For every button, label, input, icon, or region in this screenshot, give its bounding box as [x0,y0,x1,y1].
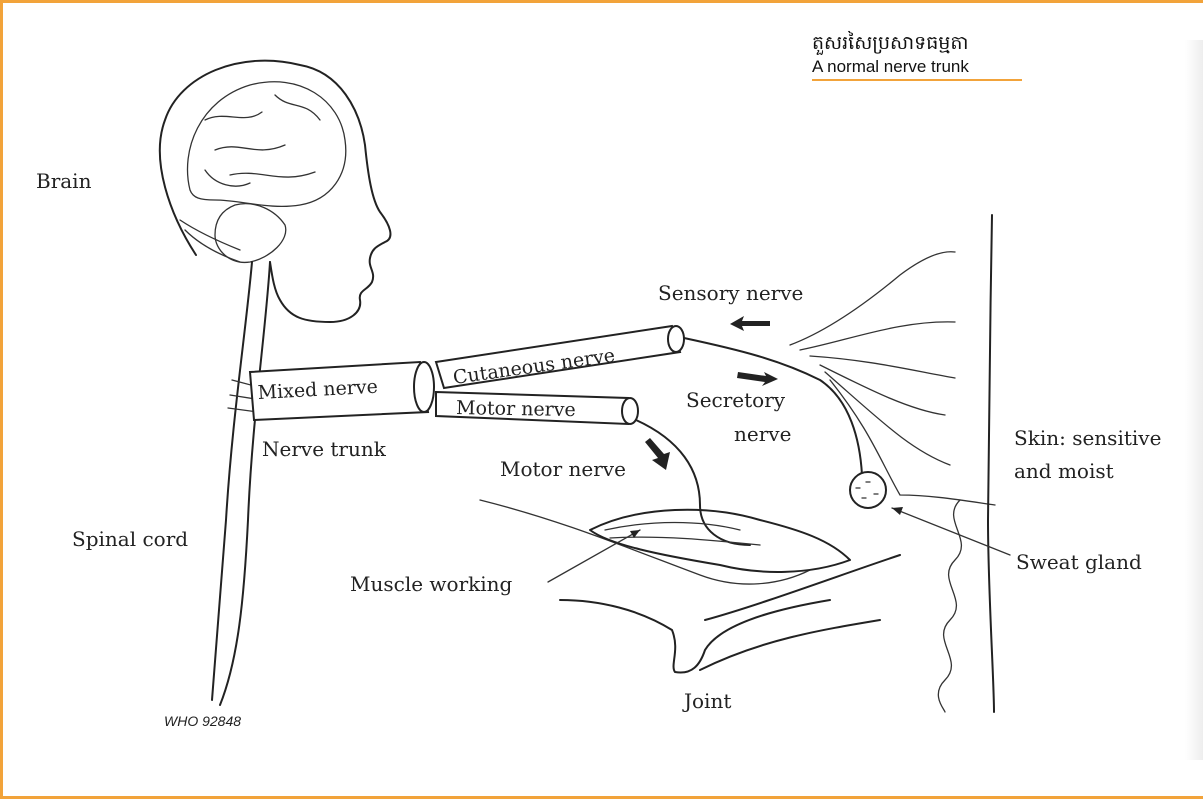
label-skin-line2: and moist [1014,459,1114,483]
credit-line: WHO 92848 [164,713,241,729]
label-sweat-gland: Sweat gland [1016,550,1142,574]
label-nerve-trunk: Nerve trunk [262,437,387,461]
spinal-cord-illustration [212,262,270,705]
head-illustration [160,61,391,322]
label-skin-line1: Skin: sensitive [1014,426,1161,450]
label-muscle-working: Muscle working [350,572,513,596]
label-motor-nerve-tube: Motor nerve [456,397,576,421]
label-brain: Brain [36,169,92,193]
label-joint: Joint [682,689,731,713]
motor-arrow [645,438,670,470]
label-secretory-line2: nerve [734,422,791,446]
muscle-joint-illustration [480,500,900,673]
sensory-arrow [730,316,770,331]
label-sensory-nerve: Sensory nerve [658,281,803,305]
motor-nerve-fibre [636,420,750,545]
label-spinal-cord: Spinal cord [72,527,188,551]
sweat-gland-illustration [850,472,886,508]
label-secretory-line1: Secretory [686,388,786,412]
label-motor-nerve: Motor nerve [500,457,626,481]
secretory-arrow [737,372,778,386]
